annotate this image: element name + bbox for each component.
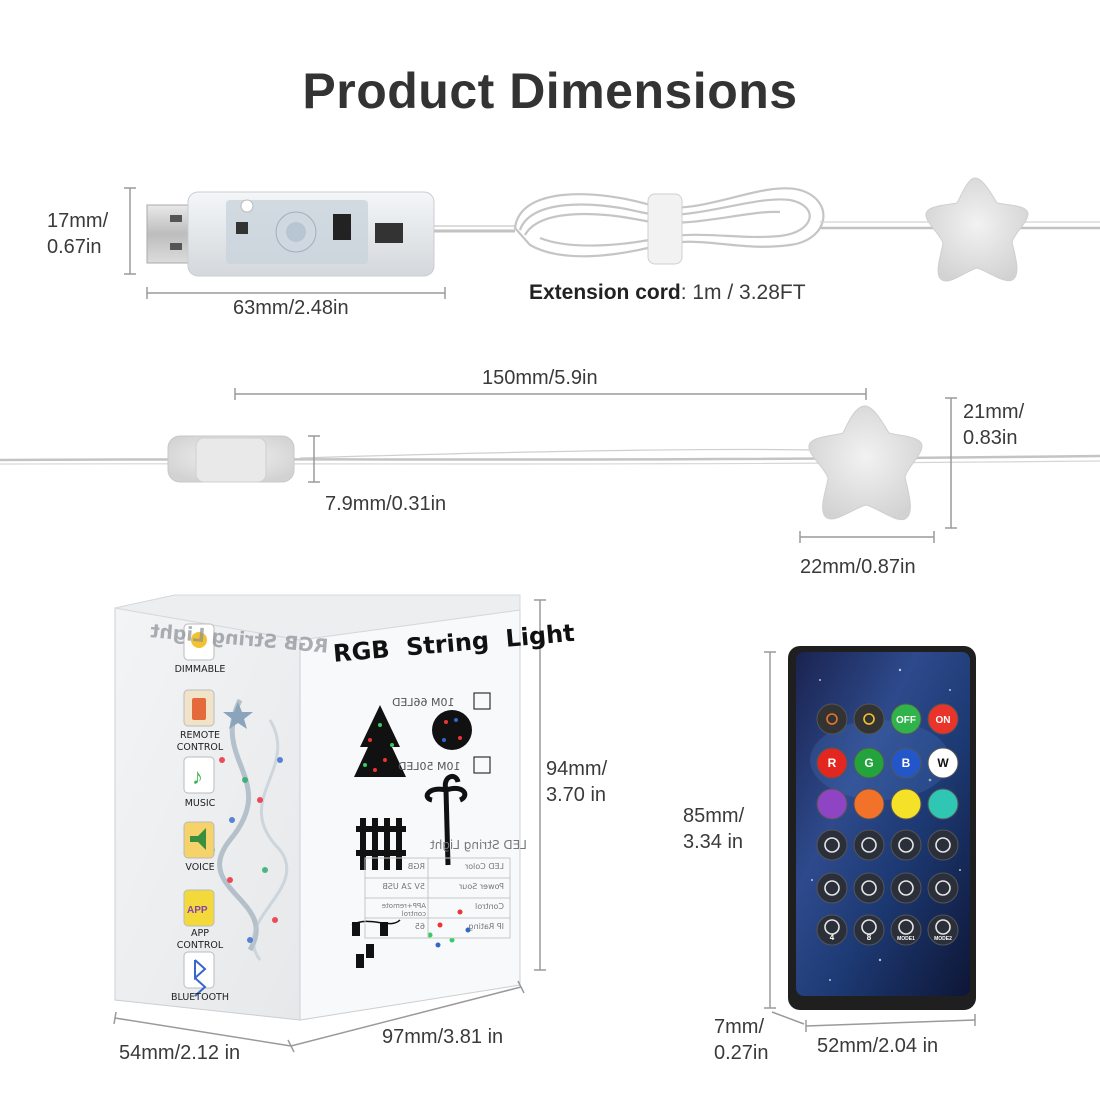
box-feature-label: REMOTE CONTROL xyxy=(176,730,224,753)
remote-button-glyph xyxy=(826,713,838,725)
mode2-icon[interactable] xyxy=(927,914,959,946)
usb-length-label: 63mm/2.48in xyxy=(233,297,349,319)
svg-text:♪: ♪ xyxy=(192,764,203,789)
feature-icon-column: ♪ APP xyxy=(183,623,215,997)
timer-4-icon[interactable] xyxy=(816,914,848,946)
remote-button-label: 4 xyxy=(830,933,835,942)
box-spec-key-4: IP Rating xyxy=(468,922,504,931)
star-height-label: 21mm/ 0.83in xyxy=(963,401,1025,449)
remote-depth-label: 7mm/ 0.27in xyxy=(714,1016,769,1064)
remote-button-glyph xyxy=(935,880,951,896)
remote-button[interactable] xyxy=(853,747,885,779)
box-option-2: 10M 50LED xyxy=(398,760,461,773)
swap-icon[interactable] xyxy=(890,829,922,861)
remote-button[interactable] xyxy=(816,788,848,820)
svg-text:APP: APP xyxy=(187,905,208,916)
remote-button[interactable] xyxy=(927,703,959,735)
box-spec-value-4: 65 xyxy=(414,922,425,931)
remote-button[interactable] xyxy=(890,788,922,820)
remote-button-glyph xyxy=(863,713,875,725)
remote-button-label: MODE2 xyxy=(934,936,952,942)
box-feature-label: DIMMABLE xyxy=(174,664,226,675)
box-spec-heading: LED String Light xyxy=(430,838,527,852)
remote-button[interactable] xyxy=(853,788,885,820)
remote-button-label: B xyxy=(902,756,911,770)
remote-button-label: W xyxy=(937,756,949,770)
remote-button-label: G xyxy=(864,756,873,770)
usb-plug-icon xyxy=(146,191,435,277)
remote-button[interactable] xyxy=(816,747,848,779)
remote-button[interactable] xyxy=(927,788,959,820)
remote-button-label: OFF xyxy=(896,715,916,726)
remote-button[interactable] xyxy=(927,747,959,779)
coiled-cord-icon xyxy=(513,187,825,258)
box-spec-key-1: LED Color xyxy=(464,862,504,871)
remote-button-glyph xyxy=(824,837,840,853)
box-width-label: 97mm/3.81 in xyxy=(382,1026,504,1048)
remote-button-glyph xyxy=(935,837,951,853)
dial-icon[interactable] xyxy=(853,872,885,904)
remote-button[interactable] xyxy=(890,747,922,779)
remote-button-label: R xyxy=(828,756,837,770)
remote-button-label: 8 xyxy=(867,933,872,942)
brightness-down-icon[interactable] xyxy=(816,703,848,735)
remote-button-glyph xyxy=(824,880,840,896)
box-spec-value-2: 5V 2A USB xyxy=(382,882,425,891)
remote-width-label: 52mm/2.04 in xyxy=(817,1035,939,1057)
usb-height-label: 17mm/ 0.67in xyxy=(47,210,109,258)
remote-button-glyph xyxy=(898,919,914,935)
remote-button-label: ON xyxy=(936,715,951,726)
extension-cord-label: Extension cord: 1m / 3.28FT xyxy=(529,280,806,306)
music-icon[interactable] xyxy=(927,829,959,861)
box-spec-key-2: Power Sour xyxy=(458,882,504,891)
remote-button-glyph xyxy=(861,880,877,896)
wire-thickness-label: 7.9mm/0.31in xyxy=(325,493,447,515)
remote-button[interactable] xyxy=(890,703,922,735)
box-spec-value-1: RGB xyxy=(407,862,425,871)
remote-height-label: 85mm/ 3.34 in xyxy=(683,805,745,853)
adjust-icon[interactable] xyxy=(853,829,885,861)
mode1-icon[interactable] xyxy=(890,914,922,946)
remote-button-glyph xyxy=(861,919,877,935)
brightness-up-icon[interactable] xyxy=(853,703,885,735)
box-feature-label: MUSIC xyxy=(184,798,216,809)
star-width-label: 22mm/0.87in xyxy=(800,556,916,578)
timer-8-icon[interactable] xyxy=(853,914,885,946)
cycle-icon[interactable] xyxy=(890,872,922,904)
music-2-icon[interactable] xyxy=(927,872,959,904)
star-bulb-icon xyxy=(808,405,923,521)
extension-cord-label-rest: : 1m / 3.28FT xyxy=(680,281,806,304)
remote-button-label: MODE1 xyxy=(897,936,915,942)
remote-button-glyph xyxy=(898,837,914,853)
box-depth-label: 54mm/2.12 in xyxy=(119,1042,241,1064)
page-title: Product Dimensions xyxy=(302,63,798,119)
remote-button-glyph xyxy=(935,919,951,935)
star-bulb-icon xyxy=(925,177,1029,282)
box-spec-key-3: Control xyxy=(475,902,504,911)
remote-control xyxy=(788,646,976,1010)
box-feature-label: BLUETOOTH xyxy=(171,992,229,1003)
remote-button-glyph xyxy=(824,919,840,935)
box-option-1: 10M 66LED xyxy=(392,696,455,709)
extension-cord-label-bold: Extension cord xyxy=(529,281,681,304)
box-spec-value-3: APP+remote control xyxy=(381,902,426,918)
box-feature-label: APP CONTROL xyxy=(176,928,224,951)
box-feature-label: VOICE xyxy=(185,862,215,873)
remote-button-glyph xyxy=(861,837,877,853)
box-height-label: 94mm/ 3.70 in xyxy=(546,758,608,806)
speed-up-icon[interactable] xyxy=(816,829,848,861)
speed-down-icon[interactable] xyxy=(816,872,848,904)
spacing-label: 150mm/5.9in xyxy=(482,367,598,389)
remote-button-glyph xyxy=(898,880,914,896)
packaging-box: ♪ APP xyxy=(114,594,521,1021)
